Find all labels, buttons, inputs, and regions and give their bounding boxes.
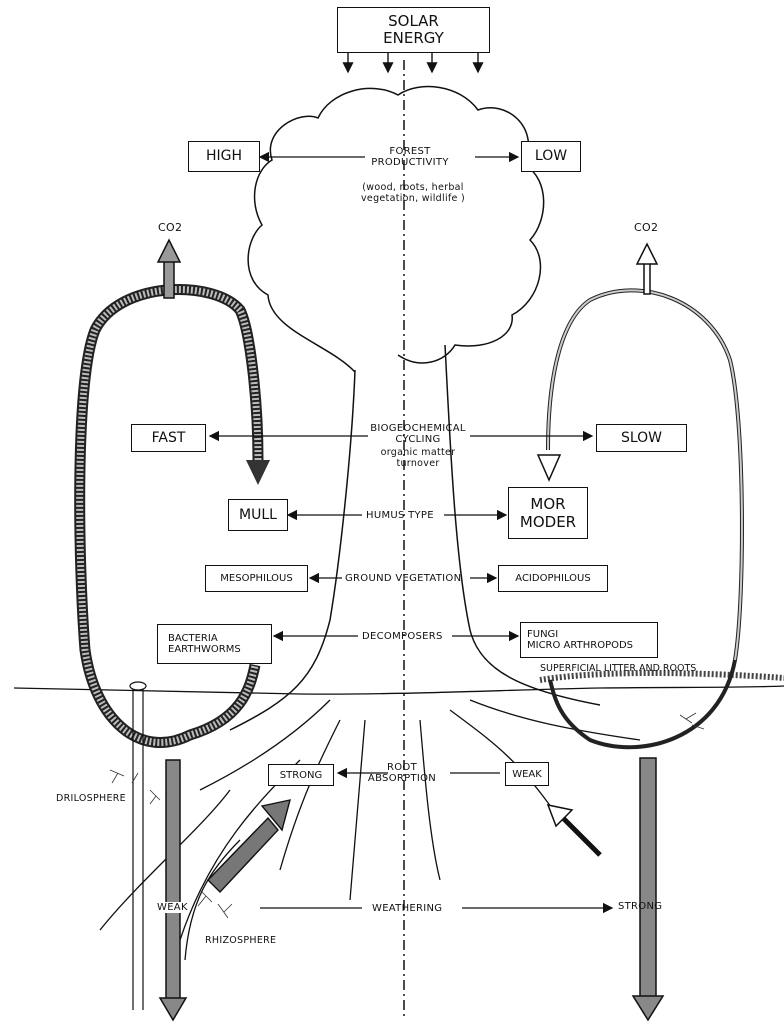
productivity-title2: PRODUCTIVITY — [350, 157, 470, 168]
bacteria-label: BACTERIA — [168, 633, 218, 644]
acidophilous-label: ACIDOPHILOUS — [515, 573, 590, 584]
low-label: LOW — [535, 149, 567, 164]
strong-absorption-label: STRONG — [280, 770, 323, 781]
right-leaching-arrow — [633, 996, 663, 1020]
co2-right-label: CO2 — [634, 222, 658, 233]
cycling-title1: BIOGEOCHEMICAL — [358, 423, 478, 434]
mesophilous-label: MESOPHILOUS — [220, 573, 292, 584]
slow-label: SLOW — [621, 431, 662, 446]
mor-moder-box: MOR MODER — [508, 487, 588, 539]
earthworms-label: EARTHWORMS — [168, 644, 241, 655]
acidophilous-box: ACIDOPHILOUS — [498, 565, 608, 592]
micro-arthropods-label: MICRO ARTHROPODS — [527, 640, 633, 651]
productivity-title1: FOREST — [350, 146, 470, 157]
solar-line2: ENERGY — [383, 30, 444, 47]
root-label: ROOT — [362, 762, 442, 773]
co2-left-label: CO2 — [158, 222, 182, 233]
solar-line1: SOLAR — [388, 13, 439, 30]
high-box: HIGH — [188, 141, 260, 172]
productivity-sub1: (wood, roots, herbal — [350, 182, 476, 193]
co2-left-arrow — [158, 240, 180, 262]
fast-cycle-arrowhead — [246, 460, 270, 485]
cycling-sub1: organic matter — [358, 447, 478, 458]
root-absorption-label: ROOT ABSORPTION — [362, 762, 442, 784]
weak-absorption-label: WEAK — [512, 769, 542, 780]
root-hairs — [110, 713, 704, 918]
solar-arrows — [348, 52, 478, 72]
left-leaching-arrow — [160, 998, 186, 1020]
superficial-litter-text: SUPERFICIAL LITTER AND ROOTS — [540, 663, 696, 674]
weathering-text: WEATHERING — [372, 903, 442, 914]
superficial-litter-label: SUPERFICIAL LITTER AND ROOTS — [540, 663, 696, 674]
high-label: HIGH — [206, 149, 242, 164]
fast-label: FAST — [152, 431, 186, 446]
solar-energy-box: SOLAR ENERGY — [337, 7, 490, 53]
rhizosphere-text: RHIZOSPHERE — [205, 935, 276, 946]
weathering-weak-text: WEAK — [157, 902, 188, 913]
humus-type-text: HUMUS TYPE — [366, 510, 434, 521]
weathering-strong-label: STRONG — [618, 901, 662, 912]
cycling-title2: CYCLING — [358, 434, 478, 445]
decomposers-label: DECOMPOSERS — [362, 631, 443, 642]
mull-box: MULL — [228, 499, 288, 531]
cycling-sub2: turnover — [358, 458, 478, 469]
ground-vegetation-label: GROUND VEGETATION — [345, 573, 461, 584]
cycling-label: BIOGEOCHEMICAL CYCLING — [358, 423, 478, 445]
bacteria-earthworms-box: BACTERIA EARTHWORMS — [157, 624, 272, 664]
drilosphere-text: DRILOSPHERE — [56, 793, 126, 804]
weathering-strong-text: STRONG — [618, 901, 662, 912]
co2-left-text: CO2 — [158, 221, 182, 234]
weak-absorption-box: WEAK — [505, 762, 549, 786]
fast-box: FAST — [131, 424, 206, 452]
low-box: LOW — [521, 141, 581, 172]
forest-productivity-label: FOREST PRODUCTIVITY — [350, 146, 470, 168]
fungi-arthropods-box: FUNGI MICRO ARTHROPODS — [520, 622, 658, 658]
rhizosphere-label: RHIZOSPHERE — [205, 935, 276, 946]
decomposers-text: DECOMPOSERS — [362, 631, 443, 642]
slow-cycle-arrowhead — [538, 455, 560, 480]
drilosphere-label: DRILOSPHERE — [56, 793, 126, 804]
ground-surface — [14, 686, 784, 694]
ground-vegetation-text: GROUND VEGETATION — [345, 573, 461, 584]
cycling-subtitle: organic matter turnover — [358, 447, 478, 469]
moder-label: MODER — [520, 513, 576, 531]
absorption-label: ABSORPTION — [362, 773, 442, 784]
tree-crown — [248, 87, 544, 372]
productivity-subtitle: (wood, roots, herbal vegetation, wildlif… — [350, 182, 476, 204]
humus-type-label: HUMUS TYPE — [366, 510, 434, 521]
co2-right-text: CO2 — [634, 221, 658, 234]
strong-absorption-arrow — [208, 800, 290, 892]
mesophilous-box: MESOPHILOUS — [205, 565, 308, 592]
slow-box: SLOW — [596, 424, 687, 452]
co2-right-arrow — [637, 244, 657, 264]
mull-label: MULL — [239, 508, 277, 523]
weathering-weak-label: WEAK — [157, 902, 188, 913]
strong-absorption-box: STRONG — [268, 764, 334, 786]
mor-label: MOR — [530, 495, 565, 513]
weak-absorption-arrow — [548, 805, 600, 855]
litter-layer — [540, 673, 784, 680]
productivity-sub2: vegetation, wildlife ) — [350, 193, 476, 204]
fungi-label: FUNGI — [527, 629, 558, 640]
weathering-label: WEATHERING — [372, 903, 442, 914]
